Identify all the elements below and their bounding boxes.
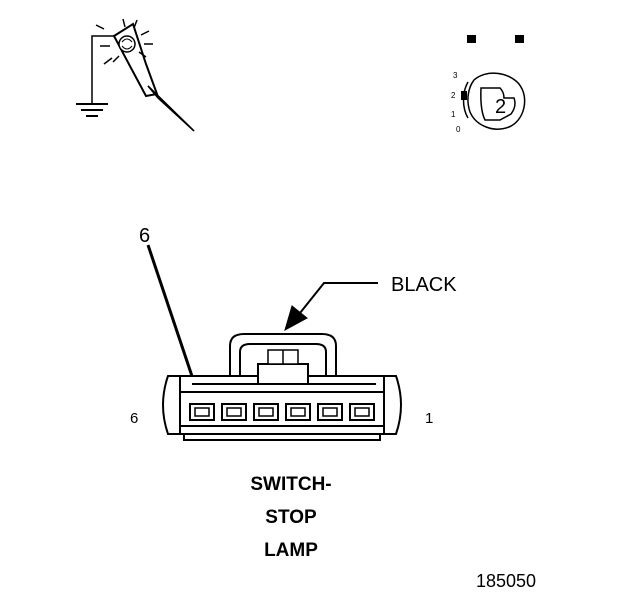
ignition-position-0: 0 bbox=[456, 125, 461, 134]
pin-terminal-6 bbox=[194, 407, 210, 417]
component-title-line-1: SWITCH- bbox=[250, 474, 332, 495]
pin-terminal-3 bbox=[290, 407, 306, 417]
ignition-selected-position: 2 bbox=[495, 96, 507, 118]
wire-color-callout-arrow bbox=[284, 282, 378, 332]
pin-6-callout-label: 6 bbox=[139, 225, 151, 247]
pin-right-label: 1 bbox=[425, 410, 434, 427]
connector-icon bbox=[162, 333, 402, 441]
pin-terminal-1 bbox=[354, 407, 370, 417]
connector-pins bbox=[189, 403, 375, 421]
wire-color-label: BLACK bbox=[391, 274, 457, 296]
component-title-line-2: STOP bbox=[265, 507, 317, 528]
pin-cavity-4 bbox=[253, 403, 279, 421]
ignition-switch-icon bbox=[461, 35, 526, 130]
ignition-position-3: 3 bbox=[453, 71, 458, 80]
figure-code: 185050 bbox=[476, 571, 537, 591]
test-light-probe-icon bbox=[76, 18, 195, 132]
pin-cavity-3 bbox=[285, 403, 311, 421]
ground-symbol-icon bbox=[76, 103, 108, 117]
ignition-position-2: 2 bbox=[451, 91, 456, 100]
pin-terminal-4 bbox=[258, 407, 274, 417]
pin-left-label: 6 bbox=[130, 410, 139, 427]
pin-terminal-2 bbox=[322, 407, 338, 417]
pin-cavity-5 bbox=[221, 403, 247, 421]
component-title-line-3: LAMP bbox=[264, 540, 318, 561]
pin-terminal-5 bbox=[226, 407, 242, 417]
ignition-position-1: 1 bbox=[451, 110, 456, 119]
pin-cavity-6 bbox=[189, 403, 215, 421]
pin-cavity-1 bbox=[349, 403, 375, 421]
pin-cavity-2 bbox=[317, 403, 343, 421]
